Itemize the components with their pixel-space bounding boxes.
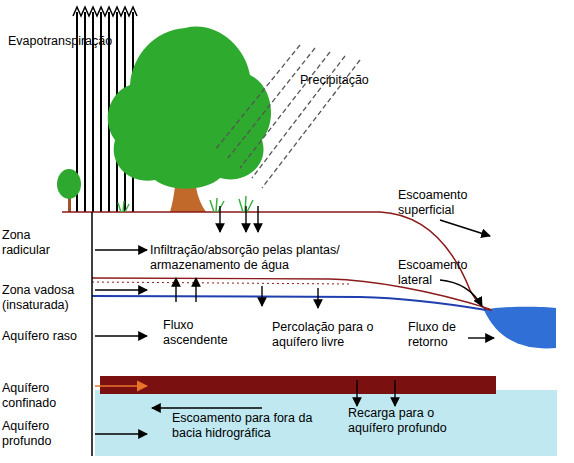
ground-surface — [62, 212, 492, 310]
recharge-arrows-part — [356, 380, 357, 406]
process-label: Precipitação — [300, 73, 390, 88]
infiltration-arrows-part — [257, 206, 258, 232]
runoff-arrows-part — [468, 337, 494, 338]
precipitation-lines-part — [215, 45, 300, 150]
grass-tufts-part — [210, 198, 224, 212]
zone-axis — [91, 212, 93, 456]
process-label: Escoamento lateral — [398, 258, 478, 288]
percolation-arrows-part — [317, 288, 318, 308]
upward-flow-arrows — [176, 278, 196, 302]
runoff-arrows-part — [440, 220, 490, 236]
precipitation-lines-part — [228, 48, 315, 158]
outflow-arrow — [152, 407, 262, 408]
zone-arrows-part — [95, 335, 147, 336]
process-label: Infiltração/absorção pelas plantas/ arma… — [150, 243, 390, 273]
grass-tufts-part — [118, 201, 129, 212]
process-label: Recarga para o aquífero profundo — [348, 406, 473, 436]
zone-label: Aquífero confinado — [2, 381, 80, 411]
process-label: Escoamento para fora da bacia hidrográfi… — [172, 411, 332, 441]
percolation-arrows-part — [261, 286, 262, 306]
precipitation-lines-part — [240, 52, 330, 168]
zone-label: Aquífero profundo — [2, 419, 87, 449]
confined-arrow — [95, 385, 147, 387]
process-label: Escoamento superficial — [398, 188, 493, 218]
process-label: Evapotranspiração — [8, 34, 123, 49]
small-tree-crown — [57, 169, 81, 199]
vadose-zone-dots — [92, 282, 350, 284]
precipitation-lines — [215, 45, 360, 188]
percolation-arrows — [262, 286, 318, 308]
tree-crown — [108, 26, 271, 188]
grass-tufts — [118, 196, 253, 212]
zone-arrows — [95, 250, 147, 434]
zone-arrows-part — [95, 289, 147, 290]
deep-aquifer-band — [95, 390, 557, 456]
process-label: Fluxo ascendente — [163, 318, 243, 348]
process-label: Fluxo de retorno — [408, 320, 470, 350]
zone-label: Zona vadosa (insaturada) — [2, 283, 82, 313]
infiltration-arrows — [220, 206, 258, 232]
evapotranspiration-heads — [73, 7, 137, 16]
zone-label: Zona radicular — [2, 228, 74, 258]
zone-arrows-part — [95, 249, 147, 250]
recharge-arrows — [357, 380, 395, 406]
zone-arrows-part — [95, 433, 147, 434]
infiltration-arrows-part — [245, 206, 246, 232]
infiltration-arrows-part — [219, 206, 220, 232]
upward-flow-arrows-part — [195, 278, 196, 302]
water-table — [92, 296, 486, 310]
zone-label: Aquífero raso — [2, 329, 87, 344]
runoff-arrows-part — [440, 280, 482, 306]
water-body — [484, 307, 556, 349]
process-label: Percolação para o aquífero livre — [272, 320, 387, 350]
recharge-arrows-part — [394, 380, 395, 406]
upward-flow-arrows-part — [175, 278, 176, 302]
confined-aquifer-bar — [100, 376, 496, 394]
